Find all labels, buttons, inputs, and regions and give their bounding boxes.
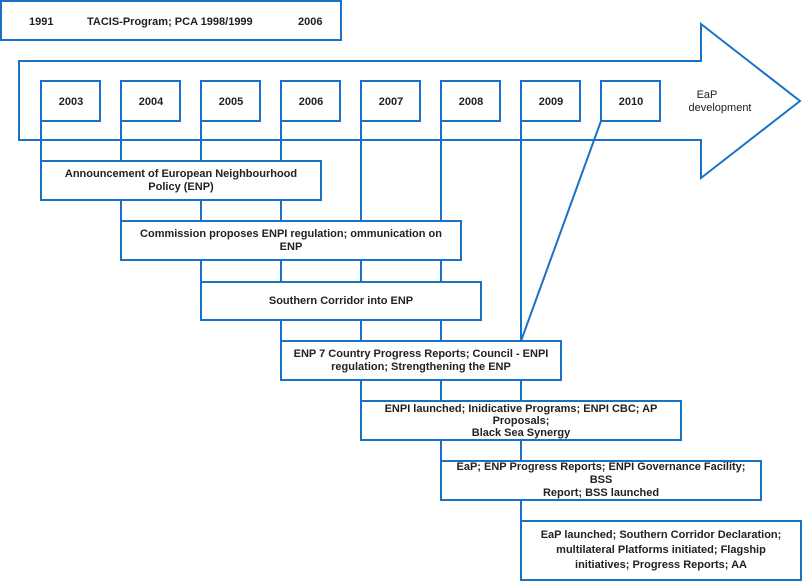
year-label-2010: 2010	[619, 96, 643, 108]
event-text-2006: ENP 7 Country Progress Reports; Council …	[293, 347, 549, 373]
year-box-2004	[120, 80, 181, 122]
event-text-2003: Announcement of European Neighbourhood P…	[64, 167, 298, 193]
event-box-2005	[200, 281, 482, 321]
event-text-2005: Southern Corridor into ENP	[268, 294, 414, 307]
year-box-2007	[360, 80, 421, 122]
year-label-2007: 2007	[379, 96, 403, 108]
event-box-2008	[440, 460, 762, 501]
year-box-2003	[40, 80, 101, 122]
event-box-2004	[120, 220, 462, 261]
event-text-2008: EaP; ENP Progress Reports; ENPI Governan…	[456, 461, 746, 499]
connector-lines	[40, 120, 602, 521]
event-text-2009: EaP launched; Southern Corridor Declarat…	[540, 529, 782, 571]
year-label-2006: 2006	[299, 96, 323, 108]
event-box-2003	[40, 160, 322, 201]
arrow-label-line1: EaP	[697, 89, 718, 101]
event-text-2004: Commission proposes ENPI regulation; omm…	[140, 227, 442, 253]
year-labels: 2003 2004 2005 2006 2007 2008 2009 2010	[59, 96, 643, 108]
year-label-2005: 2005	[219, 96, 243, 108]
year-box-2008	[440, 80, 501, 122]
event-box-2007	[360, 400, 682, 441]
event-text-2007: ENPI launched; Inidicative Programs; ENP…	[384, 402, 658, 439]
arrow-label-line2: development	[689, 102, 752, 114]
year-box-2006	[280, 80, 341, 122]
header-year-start: 1991	[29, 16, 53, 28]
year-box-2009	[520, 80, 581, 122]
year-label-2008: 2008	[459, 96, 483, 108]
event-box-2006	[280, 340, 562, 381]
year-box-2005	[200, 80, 261, 122]
year-box-2010	[600, 80, 661, 122]
header-box	[0, 0, 342, 41]
year-label-2003: 2003	[59, 96, 83, 108]
year-boxes	[40, 80, 661, 122]
header-year-end: 2006	[298, 16, 322, 28]
year-label-2004: 2004	[139, 96, 164, 108]
header-program: TACIS-Program; PCA 1998/1999	[87, 16, 253, 28]
event-box-2009	[520, 520, 802, 581]
year-label-2009: 2009	[539, 96, 563, 108]
event-boxes	[40, 160, 802, 581]
